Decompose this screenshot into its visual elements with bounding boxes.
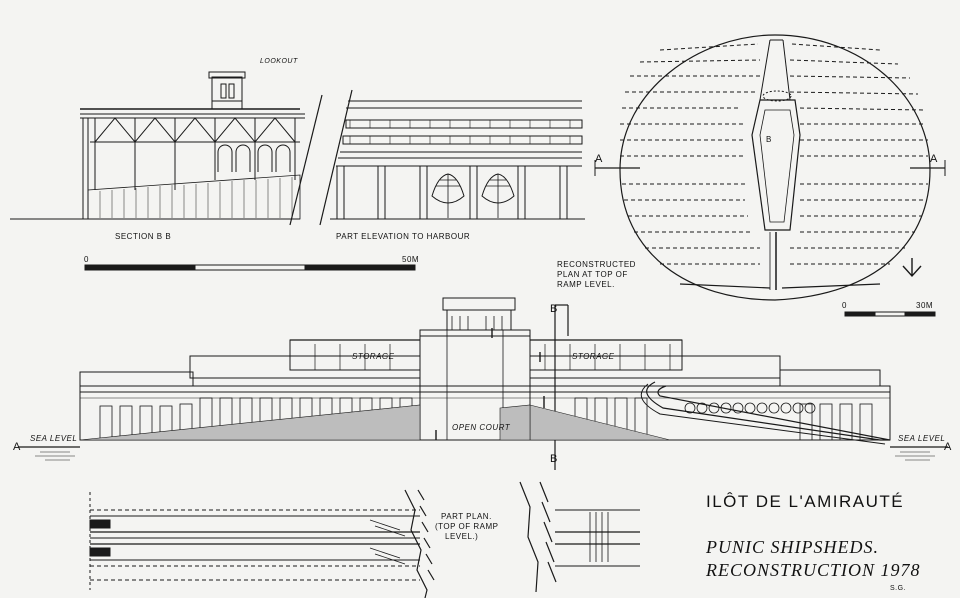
section-bb-label: SECTION B B xyxy=(115,232,172,241)
plan-section-b: B xyxy=(766,135,772,144)
storage-right-label: STORAGE xyxy=(572,352,615,361)
scale-left-end: 50M xyxy=(402,255,420,264)
section-a-left-marker: A xyxy=(13,441,21,453)
part-plan-drawing xyxy=(89,481,640,598)
reconstructed-plan-line-1: RECONSTRUCTED xyxy=(557,260,636,269)
plan-section-a-right: A xyxy=(930,153,938,165)
part-plan-line-2: (TOP OF RAMP xyxy=(435,522,499,531)
title-line-2: RECONSTRUCTION 1978 xyxy=(706,560,921,580)
reconstructed-plan-drawing xyxy=(594,34,946,301)
scale-right-end: 30M xyxy=(916,301,934,310)
part-elevation-drawing xyxy=(319,89,585,226)
section-b-top-marker: B xyxy=(550,303,558,315)
scale-bar-right xyxy=(844,311,936,317)
section-bb-drawing xyxy=(10,71,323,226)
part-elevation-label: PART ELEVATION TO HARBOUR xyxy=(336,232,471,241)
open-court-label: OPEN COURT xyxy=(452,423,511,432)
section-b-bottom-marker: B xyxy=(550,453,558,465)
section-a-right-marker: A xyxy=(944,441,952,453)
title-main: ILÔT DE L'AMIRAUTÉ xyxy=(706,492,905,511)
reconstructed-plan-line-2: PLAN AT TOP OF xyxy=(557,270,628,279)
sea-level-left-label: SEA LEVEL xyxy=(30,434,78,443)
scale-right-zero: 0 xyxy=(842,301,847,310)
part-plan-line-3: LEVEL.) xyxy=(445,532,479,541)
sea-level-right-label: SEA LEVEL xyxy=(898,434,946,443)
scale-bar-left xyxy=(84,264,416,271)
reconstructed-plan-line-3: RAMP LEVEL. xyxy=(557,280,615,289)
section-aa-drawing xyxy=(18,297,948,470)
title-line-1: PUNIC SHIPSHEDS. xyxy=(706,537,879,557)
storage-left-label: STORAGE xyxy=(352,352,395,361)
author-initials: S.G. xyxy=(890,585,907,592)
lookout-label: LOOKOUT xyxy=(260,58,298,65)
plan-section-a-left: A xyxy=(595,153,603,165)
part-plan-line-1: PART PLAN. xyxy=(441,512,492,521)
scale-left-zero: 0 xyxy=(84,255,89,264)
